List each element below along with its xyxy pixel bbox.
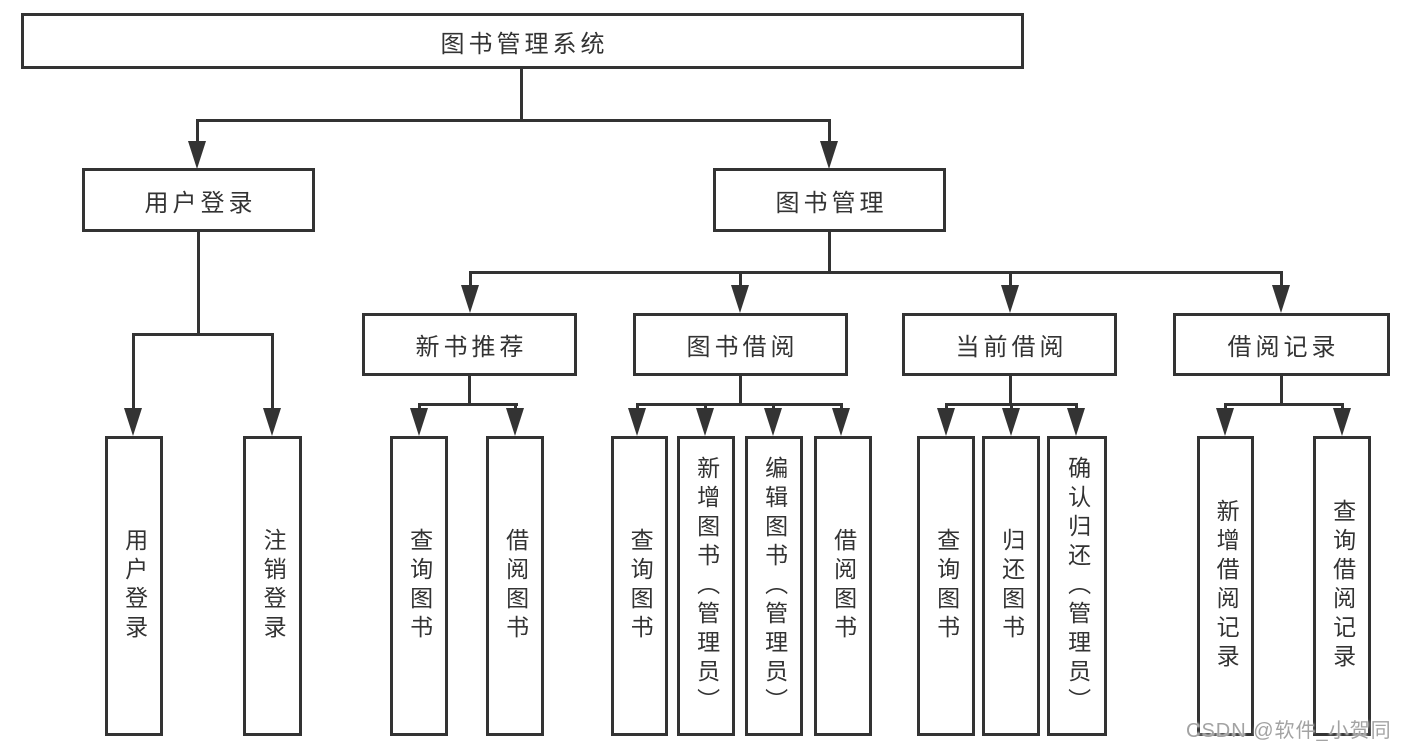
node-label: 用户登录 — [144, 189, 257, 217]
node-leaf-bb-add-books-admin: 新增图书（管理员） — [677, 436, 735, 736]
connector-line — [469, 271, 1283, 274]
arrowhead-down-icon — [506, 408, 524, 436]
arrowhead-down-icon — [410, 408, 428, 436]
arrowhead-down-icon — [1067, 408, 1085, 436]
connector-line — [945, 403, 948, 412]
arrowhead-down-icon — [764, 408, 782, 436]
arrowhead-down-icon — [628, 408, 646, 436]
node-leaf-logout: 注销登录 — [243, 436, 302, 736]
node-label: 归还图书 — [998, 528, 1025, 644]
node-leaf-cb-confirm-return-admin: 确认归还（管理员） — [1047, 436, 1107, 736]
node-leaf-nb-borrow-books: 借阅图书 — [486, 436, 544, 736]
connector-line — [739, 271, 742, 289]
node-label: 查询图书 — [933, 528, 960, 644]
node-leaf-br-query-record: 查询借阅记录 — [1313, 436, 1371, 736]
node-leaf-bb-edit-books-admin: 编辑图书（管理员） — [745, 436, 803, 736]
connector-line — [828, 119, 831, 145]
connector-line — [1341, 403, 1344, 412]
arrowhead-down-icon — [1216, 408, 1234, 436]
node-label: 新增借阅记录 — [1213, 499, 1240, 673]
connector-line — [132, 333, 274, 336]
arrowhead-down-icon — [937, 408, 955, 436]
connector-line — [196, 119, 199, 145]
node-leaf-bb-query-books: 查询图书 — [611, 436, 668, 736]
connector-line — [1280, 375, 1283, 406]
node-new-book-recommend: 新书推荐 — [362, 313, 577, 376]
arrowhead-down-icon — [731, 285, 749, 313]
arrowhead-down-icon — [188, 141, 206, 169]
node-user-login: 用户登录 — [82, 168, 315, 232]
node-label: 查询图书 — [627, 528, 654, 644]
node-label: 图书管理 — [775, 189, 888, 217]
node-leaf-bb-borrow-books: 借阅图书 — [814, 436, 872, 736]
connector-line — [636, 403, 639, 412]
connector-line — [739, 375, 742, 406]
node-label: 图书管理系统 — [440, 30, 609, 58]
connector-line — [520, 68, 523, 121]
arrowhead-down-icon — [820, 141, 838, 169]
arrowhead-down-icon — [461, 285, 479, 313]
node-current-borrowing: 当前借阅 — [902, 313, 1117, 376]
node-label: 借阅记录 — [1227, 334, 1340, 361]
node-label: 查询借阅记录 — [1329, 499, 1356, 673]
connector-line — [1280, 271, 1283, 289]
node-borrow-records: 借阅记录 — [1173, 313, 1390, 376]
node-label: 确认归还（管理员） — [1064, 455, 1091, 717]
node-leaf-nb-query-books: 查询图书 — [390, 436, 448, 736]
node-label: 新增图书（管理员） — [693, 455, 720, 717]
node-book-management: 图书管理 — [713, 168, 946, 232]
connector-line — [704, 403, 707, 412]
connector-line — [418, 403, 518, 406]
connector-line — [1009, 375, 1012, 406]
node-label: 编辑图书（管理员） — [761, 455, 788, 717]
connector-line — [1224, 403, 1343, 406]
node-label: 用户登录 — [121, 528, 148, 644]
arrowhead-down-icon — [263, 408, 281, 436]
node-library-management-system: 图书管理系统 — [21, 13, 1024, 69]
node-leaf-user-login: 用户登录 — [105, 436, 163, 736]
arrowhead-down-icon — [832, 408, 850, 436]
connector-line — [1075, 403, 1078, 412]
connector-line — [514, 403, 517, 412]
connector-line — [418, 403, 421, 412]
node-label: 新书推荐 — [415, 334, 528, 361]
arrowhead-down-icon — [1272, 285, 1290, 313]
connector-line — [469, 271, 472, 289]
connector-line — [132, 333, 135, 413]
node-leaf-cb-query-books: 查询图书 — [917, 436, 975, 736]
node-label: 借阅图书 — [502, 528, 529, 644]
arrowhead-down-icon — [1002, 408, 1020, 436]
connector-line — [840, 403, 843, 412]
connector-line — [468, 375, 471, 406]
connector-line — [1009, 271, 1012, 289]
node-book-borrowing: 图书借阅 — [633, 313, 848, 376]
connector-line — [828, 231, 831, 274]
connector-line — [271, 333, 274, 413]
connector-line — [1224, 403, 1227, 412]
arrowhead-down-icon — [1001, 285, 1019, 313]
arrowhead-down-icon — [1333, 408, 1351, 436]
node-label: 注销登录 — [260, 528, 287, 644]
connector-line — [197, 119, 831, 122]
connector-line — [772, 403, 775, 412]
connector-line — [197, 231, 200, 336]
arrowhead-down-icon — [124, 408, 142, 436]
connector-line — [636, 403, 843, 406]
node-label: 借阅图书 — [830, 528, 857, 644]
node-label: 当前借阅 — [955, 334, 1068, 361]
arrowhead-down-icon — [696, 408, 714, 436]
node-label: 图书借阅 — [686, 334, 799, 361]
watermark: CSDN @软件_小贺同学 — [1186, 720, 1392, 742]
connector-line — [1010, 403, 1013, 412]
node-leaf-cb-return-books: 归还图书 — [982, 436, 1040, 736]
node-leaf-br-add-record: 新增借阅记录 — [1197, 436, 1254, 736]
node-label: 查询图书 — [406, 528, 433, 644]
